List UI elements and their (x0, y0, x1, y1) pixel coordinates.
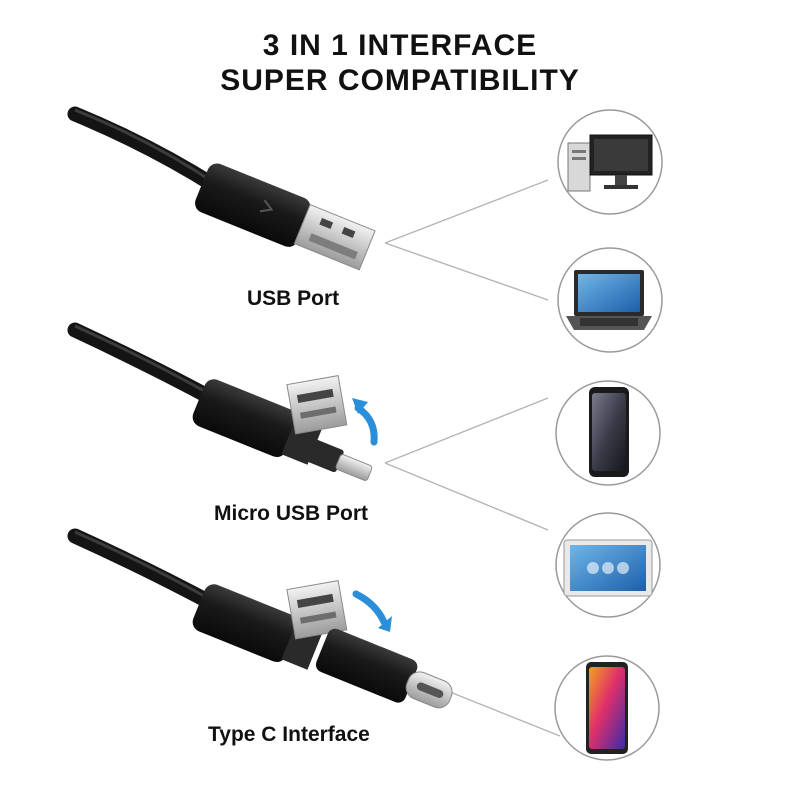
rotate-arrow-icon (352, 590, 388, 626)
desktop-computer-icon (567, 134, 653, 192)
connection-lines (384, 179, 561, 737)
tablet-icon (563, 539, 653, 597)
usb-trident-icon (259, 199, 274, 213)
device-smartphone (555, 380, 661, 486)
type-c-cable (67, 528, 453, 709)
device-tablet (555, 512, 661, 618)
device-laptop (557, 247, 663, 353)
smartphone-icon (589, 387, 629, 477)
headline-line-2: SUPER COMPATIBILITY (220, 64, 580, 97)
device-desktop (557, 109, 663, 215)
micro-usb-port-label: Micro USB Port (214, 502, 369, 525)
device-smartphone-2 (554, 655, 660, 761)
headline-line-1: 3 IN 1 INTERFACE (262, 29, 538, 62)
type-c-interface-label: Type C Interface (208, 723, 370, 746)
usb-port-label: USB Port (247, 287, 340, 310)
rotate-arrow-icon (354, 404, 378, 446)
usb-cable (67, 106, 376, 271)
micro-usb-cable (67, 322, 378, 481)
laptop-icon (566, 270, 652, 330)
smartphone-icon (586, 662, 628, 754)
